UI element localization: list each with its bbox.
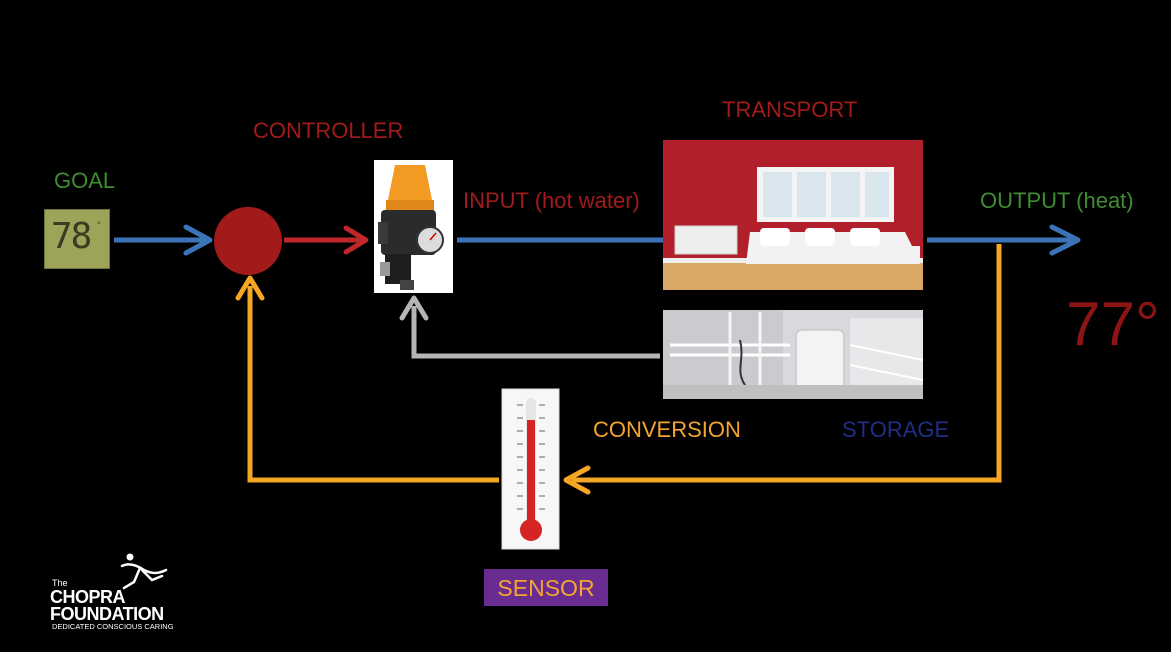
feedback-orange-arrow [235, 244, 1002, 495]
output-label: OUTPUT (heat) [980, 188, 1134, 213]
pressure-controller-icon [374, 160, 453, 293]
comparator-circle [214, 207, 282, 275]
dancer-logo-icon [120, 553, 168, 590]
conversion-label: CONVERSION [593, 417, 741, 442]
storage-label: STORAGE [842, 417, 950, 442]
transport-label: TRANSPORT [722, 97, 858, 122]
logo-the: The [52, 578, 68, 588]
controller-label: CONTROLLER [253, 118, 404, 143]
output-temperature: 77° [1066, 290, 1160, 359]
goal-to-comparator-arrow [114, 224, 213, 256]
output-arrow [927, 224, 1081, 256]
comparator-to-controller-arrow [284, 225, 369, 255]
boiler-room-photo-icon [663, 310, 924, 399]
logo-line1: CHOPRA [50, 587, 126, 607]
goal-unit: ° [97, 220, 101, 230]
sensor-label: SENSOR [497, 575, 595, 601]
goal-display: 78 [51, 216, 92, 257]
sensor-badge: SENSOR [484, 569, 608, 606]
logo-line2: FOUNDATION [50, 604, 164, 624]
thermostat-icon: 78 ° [44, 209, 110, 269]
room-photo-icon [663, 140, 923, 290]
return-gray-arrow [399, 295, 660, 359]
logo-tagline: DEDICATED CONSCIOUS CARING [52, 622, 174, 631]
goal-label: GOAL [54, 168, 116, 193]
chopra-foundation-logo: The CHOPRA FOUNDATION DEDICATED CONSCIOU… [50, 552, 190, 632]
input-label: INPUT (hot water) [463, 188, 640, 213]
thermometer-icon [501, 388, 560, 550]
